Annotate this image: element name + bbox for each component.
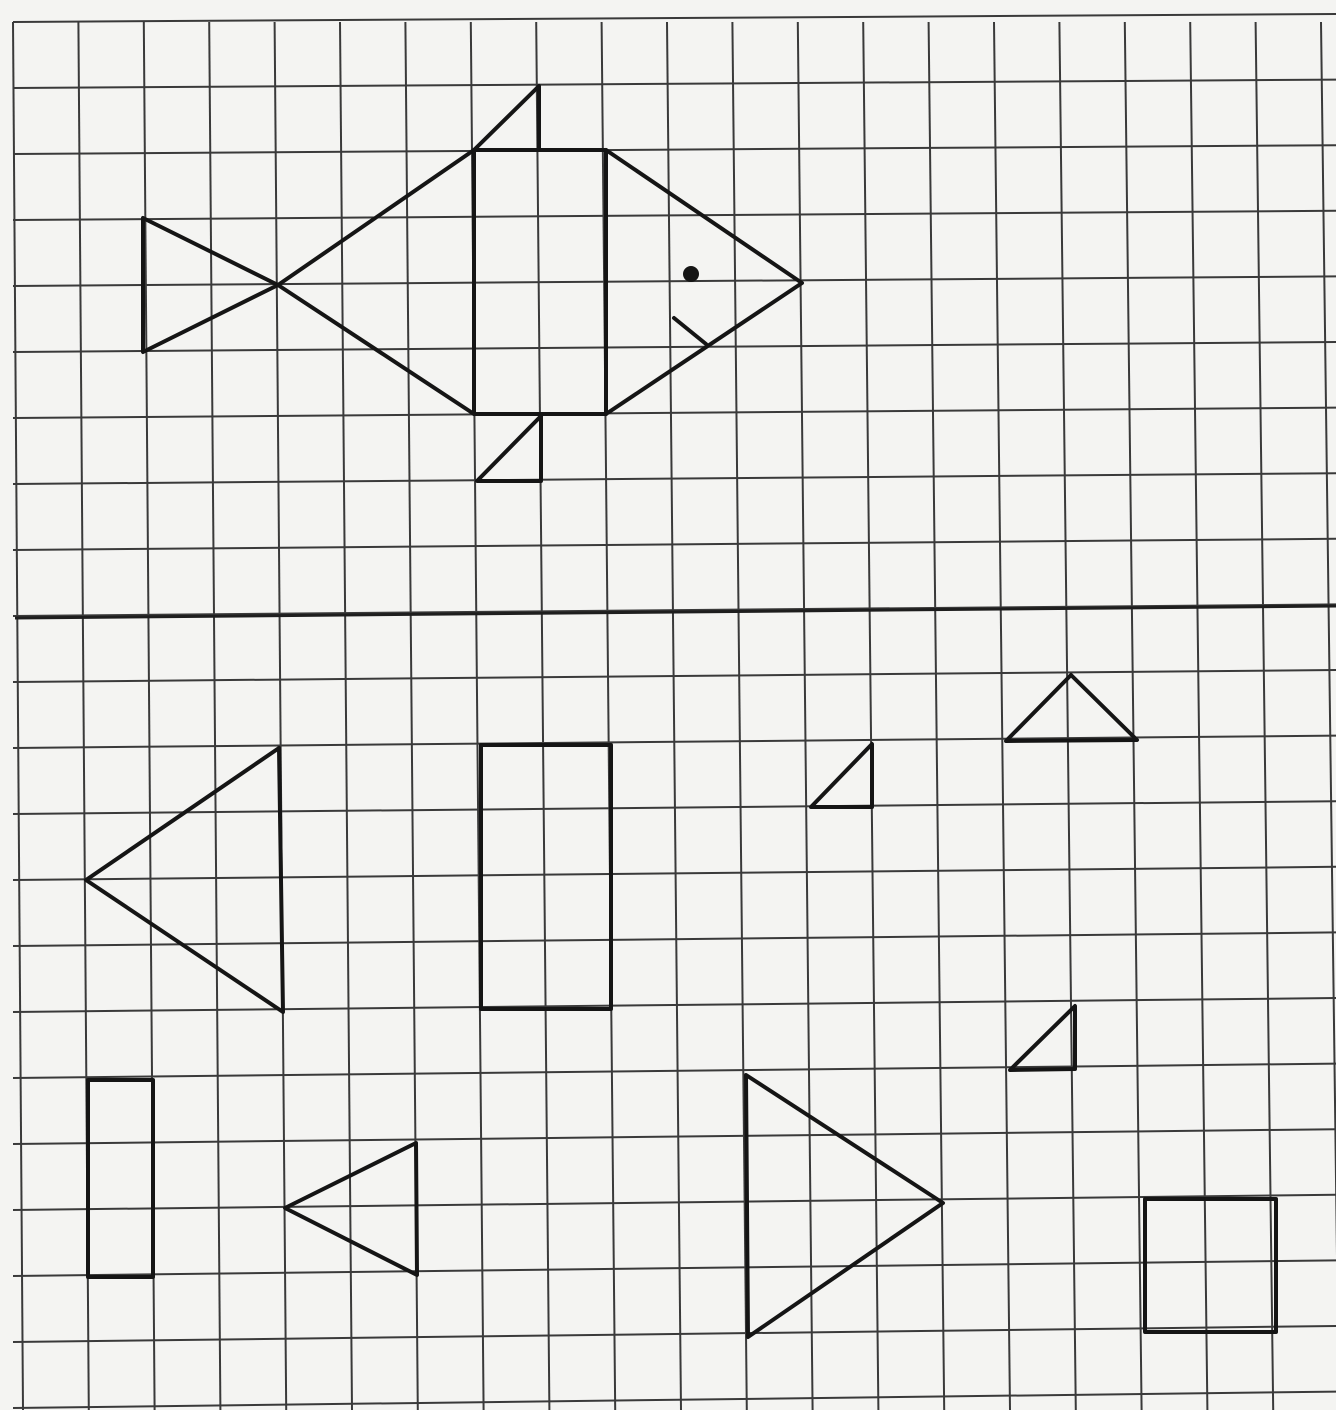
fish-eye (683, 266, 699, 282)
